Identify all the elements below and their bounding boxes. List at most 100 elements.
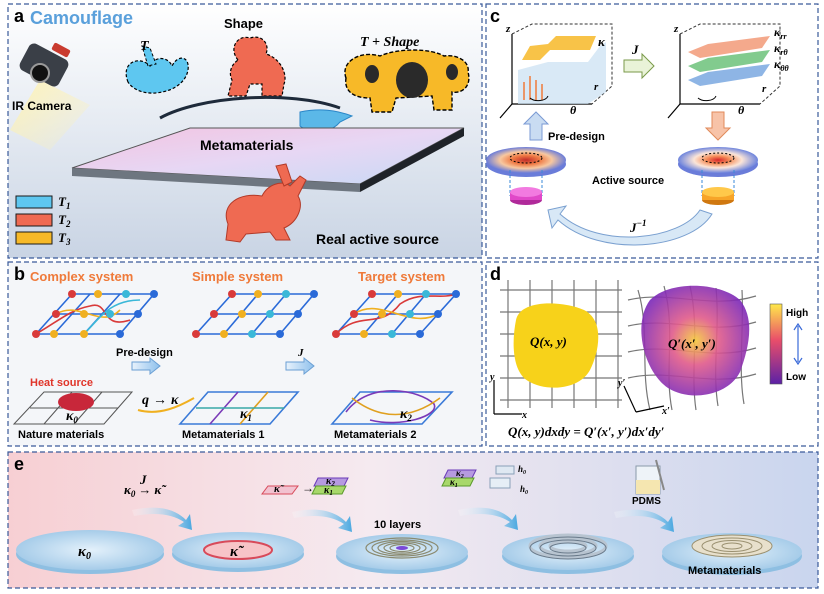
caption-meta1: Metamaterials 1 — [182, 429, 265, 441]
step3-h0-bottom: h0 — [520, 484, 528, 496]
q-left-label: Q(x, y) — [530, 334, 567, 349]
axis-z-left: z — [505, 23, 511, 35]
axis-theta-right: θ — [738, 103, 745, 117]
legend-label-t1: T1 — [58, 194, 70, 211]
colorbar-arrow-icon — [793, 322, 803, 366]
step2-k2: κ2 — [326, 476, 335, 488]
grid-meta2 — [330, 390, 454, 425]
predesign-label-c: Pre-design — [548, 131, 605, 143]
axis-r-right: r — [762, 83, 767, 95]
heat-disk-left — [486, 147, 566, 177]
disc-kappa0 — [16, 530, 164, 574]
process-arrow-2 — [292, 509, 352, 532]
panel-e-letter: e — [14, 454, 24, 474]
kappa-rtheta-label: κrθ — [774, 41, 788, 57]
axes-right-icon — [623, 385, 665, 413]
panel-b-letter: b — [14, 264, 25, 284]
plot-kappa — [499, 23, 613, 119]
q-right-label: Q′(x′, y′) — [668, 336, 716, 351]
plot-tensor — [667, 23, 781, 119]
monkey-shape-icon — [227, 36, 286, 97]
j-label-c: J — [631, 42, 639, 57]
pdms-label: PDMS — [632, 496, 661, 507]
grid-nature — [12, 391, 134, 425]
legend-swatch-t3 — [15, 231, 53, 245]
step2-sheets — [261, 477, 349, 495]
axis-y-label: y — [489, 372, 495, 383]
step2-kt: κ̃ — [274, 483, 285, 495]
axis-theta-left: θ — [570, 103, 577, 117]
panel-d: d Q(x, y) y x Q′(x′, y′) y′ x′ High Low — [485, 261, 819, 447]
legend-swatch-t2 — [15, 213, 53, 227]
source-blob-left — [513, 303, 599, 388]
colorbar — [769, 303, 783, 385]
predesign-arrow-icon — [131, 356, 161, 376]
process-arrow-3 — [458, 507, 518, 530]
kappa1-label-b: κ1 — [240, 407, 252, 423]
projection-lines — [509, 170, 735, 196]
step2-k1: κ1 — [324, 485, 333, 497]
curved-arrow-icon — [159, 95, 341, 120]
heat-source-label: Heat source — [30, 377, 93, 389]
rabbit-source-icon — [225, 163, 307, 243]
label-t-plus-shape: T + Shape — [360, 35, 419, 50]
caption-meta2: Metamaterials 2 — [334, 429, 417, 441]
panel-d-letter: d — [490, 264, 501, 284]
panel-e: e κ0 J κ0→κ̃ κ̃ κ̃ → κ2 κ1 — [7, 451, 819, 589]
source-right — [702, 187, 734, 205]
metamaterials-final-label: Metamaterials — [688, 565, 761, 577]
heat-disk-right — [678, 147, 758, 177]
legend-label-t2: T2 — [58, 212, 71, 229]
kappa-label-c: κ — [598, 34, 606, 49]
axis-xp-label: x′ — [661, 406, 670, 417]
metamaterials-label: Metamaterials — [200, 137, 294, 153]
plate-edge-side — [360, 128, 464, 192]
axis-x-label: x — [521, 410, 527, 421]
panda-t-shape-icon — [344, 49, 470, 113]
disc-rings — [502, 533, 634, 574]
mapping-q-to-k: q→κ — [142, 393, 179, 408]
conservation-equation: Q(x, y)dxdy = Q′(x′, y′)dx′dy′ — [508, 424, 665, 439]
colorbar-low: Low — [786, 372, 806, 383]
panel-b: b Complex system Simple system Target sy… — [7, 261, 483, 447]
disc-metamaterials — [662, 533, 802, 575]
down-arrow-icon — [704, 111, 732, 141]
step2-arrow: → — [302, 481, 314, 495]
ten-layers-label: 10 layers — [374, 519, 421, 531]
axes-left-icon — [493, 380, 522, 415]
colorbar-high: High — [786, 308, 808, 319]
network-complex — [32, 290, 158, 338]
step3-k2: κ2 — [456, 468, 464, 480]
mapping-curve-icon — [137, 397, 195, 413]
kappa0-disc-label: κ0 — [78, 544, 91, 562]
active-source-label: Active source — [592, 175, 664, 187]
j-arrow-icon-b — [285, 356, 315, 376]
kappa0-label-b: κ0 — [66, 409, 78, 425]
kappa2-label-b: κ2 — [400, 407, 412, 423]
step3-h0-top: h0 — [518, 464, 526, 476]
caption-nature: Nature materials — [18, 429, 104, 441]
j-label-b: J — [297, 347, 304, 359]
legend-label-t3: T3 — [58, 230, 71, 247]
network-target — [332, 290, 460, 338]
axis-yp-label: y′ — [617, 378, 625, 389]
j-inverse-label: J−1 — [629, 218, 646, 235]
ir-camera-icon — [10, 42, 90, 150]
rabbit-t-icon — [125, 45, 189, 94]
title-target-system: Target system — [358, 269, 445, 284]
axis-r-left: r — [594, 81, 599, 93]
panel-a-letter: a — [14, 6, 25, 26]
panel-a: a Camouflage IR Camera T Shape T + Shap — [7, 3, 483, 259]
panel-a-title: Camouflage — [30, 8, 133, 28]
disc-kappa-tilde — [172, 532, 304, 572]
j-arrow-icon-c — [623, 52, 655, 80]
up-arrow-icon — [522, 111, 550, 141]
j-inverse-arrow-icon — [547, 205, 713, 246]
step1-mapping: κ0→κ̃ — [124, 482, 167, 499]
kappa-rr-label: κrr — [774, 25, 787, 41]
grid-meta1 — [178, 391, 300, 425]
network-simple — [192, 290, 318, 338]
real-source-label: Real active source — [316, 231, 439, 247]
kappa-thetatheta-label: κθθ — [774, 57, 790, 73]
panel-c: c z r θ κ J z r — [485, 3, 819, 259]
